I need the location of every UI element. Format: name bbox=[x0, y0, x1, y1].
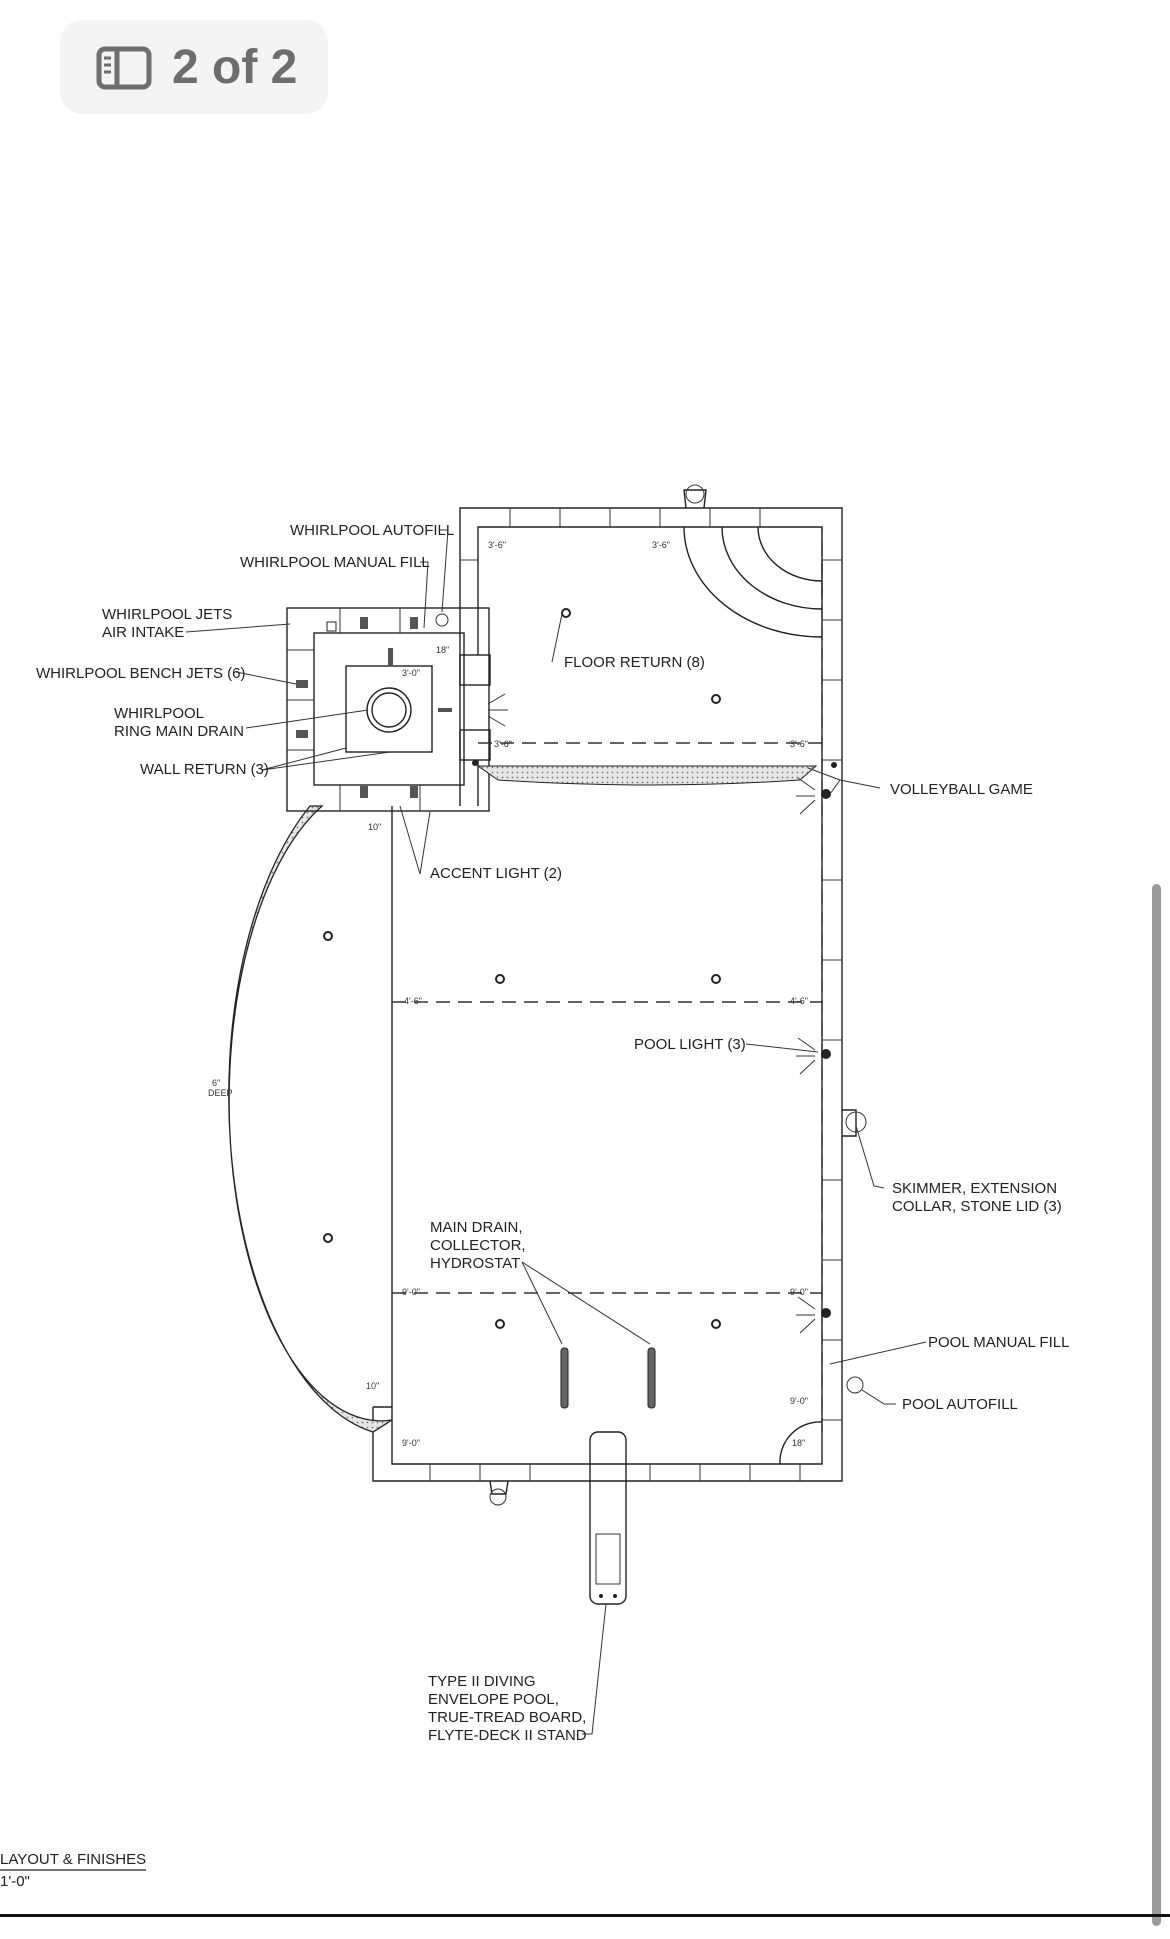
page-indicator-label: 2 of 2 bbox=[172, 41, 298, 94]
depth-markers: 3'-6" 3'-6" 3'-6" 3'-6" 18" 3'-0" 10" 4'… bbox=[208, 540, 808, 1448]
pool-outline bbox=[228, 507, 843, 1482]
svg-text:3'-6": 3'-6" bbox=[652, 540, 670, 550]
label-skimmer-2: COLLAR, STONE LID (3) bbox=[892, 1198, 1062, 1215]
svg-text:9'-0": 9'-0" bbox=[790, 1287, 808, 1297]
svg-text:10": 10" bbox=[366, 1381, 379, 1391]
svg-text:9'-0": 9'-0" bbox=[790, 1396, 808, 1406]
skimmers bbox=[489, 484, 867, 1506]
drawing-scale: 1'-0" bbox=[0, 1873, 30, 1890]
entry-steps bbox=[683, 526, 823, 638]
title-block: LAYOUT & FINISHES 1'-0" bbox=[0, 1851, 146, 1890]
label-whirlpool-bench-jets: WHIRLPOOL BENCH JETS (6) bbox=[36, 665, 245, 682]
label-whirlpool-manual-fill: WHIRLPOOL MANUAL FILL bbox=[240, 554, 430, 571]
svg-text:18": 18" bbox=[436, 645, 449, 655]
label-diving-4: FLYTE-DECK II STAND bbox=[428, 1727, 587, 1744]
vertical-scrollbar[interactable] bbox=[1152, 884, 1161, 1926]
label-pool-autofill: POOL AUTOFILL bbox=[902, 1396, 1018, 1413]
label-whirlpool-jets-2: AIR INTAKE bbox=[102, 624, 184, 641]
svg-text:10": 10" bbox=[368, 822, 381, 832]
label-main-drain-2: COLLECTOR, bbox=[430, 1237, 526, 1254]
label-skimmer-1: SKIMMER, EXTENSION bbox=[892, 1180, 1057, 1197]
label-ring-main-drain-1: WHIRLPOOL bbox=[114, 705, 204, 722]
svg-text:9'-0": 9'-0" bbox=[402, 1438, 420, 1448]
svg-text:3'-6": 3'-6" bbox=[488, 540, 506, 550]
label-main-drain-1: MAIN DRAIN, bbox=[430, 1219, 523, 1236]
label-whirlpool-jets-1: WHIRLPOOL JETS bbox=[102, 606, 232, 623]
diving-board bbox=[589, 1431, 627, 1605]
svg-text:3'-6": 3'-6" bbox=[790, 739, 808, 749]
label-floor-return: FLOOR RETURN (8) bbox=[564, 654, 705, 671]
pool-lights bbox=[487, 693, 831, 1334]
svg-text:18": 18" bbox=[792, 1438, 805, 1448]
svg-text:9'-0": 9'-0" bbox=[402, 1287, 420, 1297]
page-indicator[interactable]: 2 of 2 bbox=[60, 20, 328, 114]
svg-text:6": 6" bbox=[212, 1078, 220, 1088]
label-pool-manual-fill: POOL MANUAL FILL bbox=[928, 1334, 1069, 1351]
label-diving-3: TRUE-TREAD BOARD, bbox=[428, 1709, 586, 1726]
svg-text:4'-6": 4'-6" bbox=[790, 996, 808, 1006]
label-main-drain-3: HYDROSTAT bbox=[430, 1255, 520, 1272]
drawing-title: LAYOUT & FINISHES bbox=[0, 1851, 146, 1868]
label-volleyball-game: VOLLEYBALL GAME bbox=[890, 781, 1033, 798]
label-diving-1: TYPE II DIVING bbox=[428, 1673, 536, 1690]
svg-text:3'-6": 3'-6" bbox=[494, 739, 512, 749]
svg-text:3'-0": 3'-0" bbox=[402, 668, 420, 678]
floor-returns bbox=[323, 608, 721, 1329]
leader-lines bbox=[185, 529, 927, 1735]
svg-text:4'-6": 4'-6" bbox=[404, 996, 422, 1006]
main-drains bbox=[560, 1347, 656, 1409]
sidebar-document-icon bbox=[96, 46, 152, 90]
label-diving-2: ENVELOPE POOL, bbox=[428, 1691, 559, 1708]
callout-labels: WHIRLPOOL AUTOFILL WHIRLPOOL MANUAL FILL… bbox=[36, 522, 1069, 1744]
svg-text:DEEP: DEEP bbox=[208, 1088, 233, 1098]
label-ring-main-drain-2: RING MAIN DRAIN bbox=[114, 723, 244, 740]
label-wall-return: WALL RETURN (3) bbox=[140, 761, 269, 778]
volleyball-net bbox=[472, 760, 837, 786]
label-accent-light: ACCENT LIGHT (2) bbox=[430, 865, 562, 882]
label-pool-light: POOL LIGHT (3) bbox=[634, 1036, 746, 1053]
depth-break-lines bbox=[392, 742, 822, 1294]
label-whirlpool-autofill: WHIRLPOOL AUTOFILL bbox=[290, 522, 454, 539]
page-bottom-border bbox=[0, 1914, 1170, 1917]
